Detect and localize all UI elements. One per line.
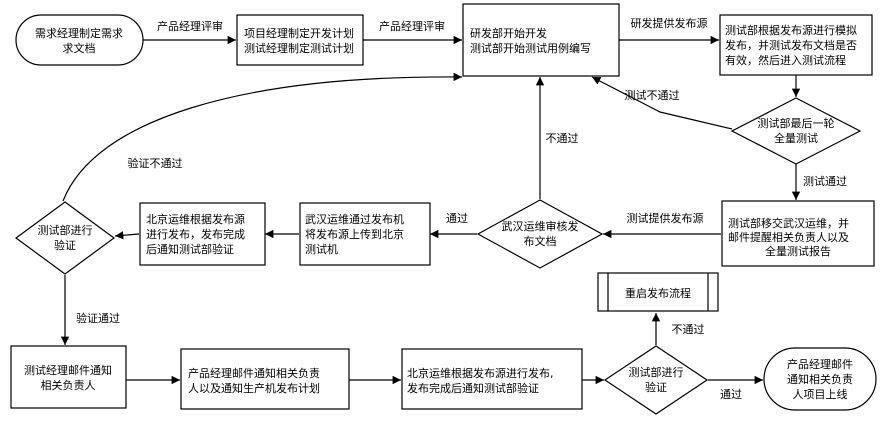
- wh-upload-node: 武汉运维通过发布机 将发布源上传到北京 测试机: [299, 202, 431, 266]
- notify-node-line-1: 测试经理邮件通知: [24, 363, 112, 377]
- wh-review-decision-line-2: 布文档: [524, 234, 557, 248]
- edge-label-e2: 产品经理评审: [379, 19, 445, 33]
- start-node: 需求经理制定需求 求文档: [15, 14, 144, 66]
- pm-notify-node-line-1: 产品经理邮件通知相关负责: [188, 366, 320, 380]
- edge-label-e4: 测试不通过: [625, 89, 680, 102]
- plan-node-line-1: 项目经理制定开发计划: [244, 26, 354, 40]
- start-node-line-1: 需求经理制定需求: [35, 26, 123, 40]
- edge-label-e1: 产品经理评审: [157, 19, 223, 33]
- verify-1-decision-line-1: 测试部进行: [38, 223, 93, 237]
- edge-label-e8: 通过: [446, 212, 468, 225]
- verify-2-decision-line-2: 验证: [645, 380, 667, 394]
- handover-node-line-2: 邮件提醒相关负责人以及: [728, 230, 849, 244]
- handover-node-line-1: 测试部移交武汉运维，并: [728, 216, 849, 230]
- wh-upload-node-line-1: 武汉运维通过发布机: [305, 212, 404, 226]
- edge-label-e11: 不通过: [672, 323, 705, 336]
- bj-publish-2-node-line-2: 发布完成后通知测试部验证: [407, 381, 539, 395]
- plan-node: 项目经理制定开发计划 测试经理制定测试计划: [236, 14, 364, 66]
- final-test-decision-line-1: 测试部最后一轮: [758, 116, 835, 130]
- edge-final-dev-fail: [591, 76, 733, 130]
- dev-node: 研发部开始开发 测试部开始测试用例编写: [462, 3, 620, 77]
- end-node-line-2: 通知相关负责: [787, 372, 853, 386]
- bj-publish-1-node-line-2: 进行发布，发布完成: [146, 227, 245, 241]
- edge-label-e5: 测试通过: [803, 175, 847, 188]
- start-node-line-2: 求文档: [63, 41, 96, 55]
- edge-label-e10: 验证通过: [76, 311, 120, 325]
- dev-node-line-1: 研发部开始开发: [470, 26, 547, 40]
- plan-node-line-2: 测试经理制定测试计划: [244, 41, 354, 55]
- wh-review-decision-line-1: 武汉运维审核发: [502, 219, 579, 233]
- end-node: 产品经理邮件 通知相关负责 人项目上线: [763, 347, 877, 411]
- bj-publish-1-node-line-3: 后通知测试部验证: [146, 242, 234, 256]
- bj-publish-1-node-line-1: 北京运维根据发布源: [146, 212, 245, 226]
- edge-bjpublish1-verify1: [114, 231, 140, 240]
- edge-label-e12: 通过: [720, 388, 742, 401]
- edge-label-e6: 测试提供发布源: [627, 211, 704, 225]
- restart-node: 重启发布流程: [597, 272, 719, 312]
- test-sim-node-line-3: 有效，然后进入测试流程: [725, 53, 846, 67]
- end-node-line-3: 人项目上线: [793, 387, 848, 401]
- notify-node: 测试经理邮件通知 相关负责人: [10, 345, 127, 409]
- handover-node: 测试部移交武汉运维，并 邮件提醒相关负责人以及 全量测试报告: [721, 200, 875, 267]
- verify-1-decision-line-2: 验证: [54, 238, 76, 252]
- test-sim-node-line-1: 测试部根据发布源进行模拟: [725, 23, 857, 37]
- dev-node-line-2: 测试部开始测试用例编写: [470, 41, 591, 55]
- wh-review-decision: 武汉运维审核发 布文档: [476, 199, 604, 269]
- handover-node-line-3: 全量测试报告: [765, 244, 831, 258]
- pm-notify-node: 产品经理邮件通知相关负责 人以及通知生产机发布计划: [180, 348, 350, 410]
- edge-label-e3: 研发提供发布源: [631, 16, 708, 30]
- wh-upload-node-line-3: 测试机: [305, 242, 338, 256]
- edge-label-e7: 不通过: [546, 132, 579, 145]
- verify-2-decision: 测试部进行 验证: [603, 345, 709, 415]
- wh-upload-node-line-2: 将发布源上传到北京: [305, 227, 404, 241]
- pm-notify-node-line-2: 人以及通知生产机发布计划: [188, 381, 320, 395]
- edge-label-e9: 验证不通过: [128, 156, 183, 170]
- final-test-decision: 测试部最后一轮 全量测试: [730, 97, 862, 165]
- final-test-decision-line-2: 全量测试: [774, 131, 818, 145]
- bj-publish-2-node: 北京运维根据发布源进行发布, 发布完成后通知测试部验证: [401, 348, 583, 410]
- verify-2-decision-line-1: 测试部进行: [629, 365, 684, 379]
- bj-publish-1-node: 北京运维根据发布源 进行发布，发布完成 后通知测试部验证: [139, 202, 266, 266]
- test-sim-node-line-2: 发布，并测试发布文档是否: [725, 38, 857, 52]
- restart-node-line-1: 重启发布流程: [625, 286, 691, 300]
- test-sim-node: 测试部根据发布源进行模拟 发布，并测试发布文档是否 有效，然后进入测试流程: [719, 14, 873, 76]
- verify-1-decision: 测试部进行 验证: [14, 201, 116, 275]
- edge-verify1-dev-fail: [62, 72, 463, 202]
- bj-publish-2-node-line-1: 北京运维根据发布源进行发布,: [407, 366, 554, 380]
- notify-node-line-2: 相关负责人: [41, 378, 96, 392]
- end-node-line-1: 产品经理邮件: [787, 357, 853, 371]
